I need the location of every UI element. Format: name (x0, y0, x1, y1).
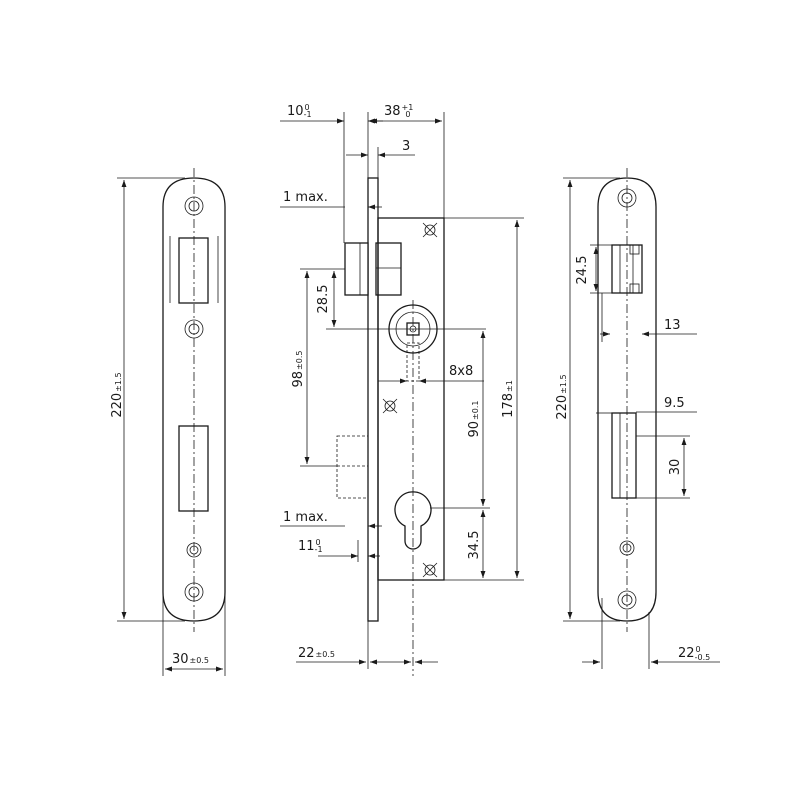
dim-hole-center: 90 (467, 421, 482, 438)
svg-text:220±1.5: 220±1.5 (110, 372, 125, 417)
case-screw-top (422, 222, 438, 238)
deadbolt-hidden (336, 435, 369, 499)
strike-plate-view: 220±1.5 24.5 13 9.5 30 220-0.5 (555, 168, 720, 669)
dim-top-offset: 10 (287, 104, 304, 119)
dim-strike-bolt-width: 9.5 (664, 396, 685, 411)
screw-hole-lower (186, 542, 202, 558)
dim-cylinder-to-bottom: 34.5 (467, 531, 482, 560)
svg-text:220±1.5: 220±1.5 (555, 374, 570, 419)
strike-screw-bottom (617, 590, 637, 610)
latch-window (178, 237, 209, 304)
svg-text:110-1: 110-1 (298, 538, 323, 554)
strike-plate-outline (597, 177, 657, 622)
faceplate-view: 220±1.5 30±0.5 (110, 168, 226, 676)
lock-case (377, 217, 445, 581)
latch-bolt (344, 242, 369, 296)
strike-screw-lower (619, 540, 635, 556)
svg-text:98±0.5: 98±0.5 (291, 351, 306, 388)
dim-bolt-offset: 11 (298, 539, 315, 554)
latch-housing (375, 242, 402, 296)
strike-latch-pocket (611, 244, 643, 294)
dim-case-height: 178 (501, 393, 516, 418)
svg-text:220-0.5: 220-0.5 (678, 645, 710, 662)
screw-hole-mid (184, 319, 204, 339)
dim-strike-latch-width: 13 (664, 318, 681, 333)
dim-strike-bolt-height: 30 (668, 459, 683, 476)
svg-text:22±0.5: 22±0.5 (298, 646, 335, 661)
svg-text:90±0.1: 90±0.1 (467, 401, 482, 438)
svg-text:30±0.5: 30±0.5 (172, 652, 209, 667)
svg-text:178±1: 178±1 (501, 380, 516, 418)
strike-screw-top (617, 188, 637, 208)
dim-backset: 38 (384, 104, 401, 119)
dim-spindle-to-cylinder: 98 (291, 371, 306, 388)
dim-strike-latch-height: 24.5 (575, 256, 590, 285)
dim-plate-thickness: 3 (402, 139, 410, 154)
svg-text:100-1: 100-1 (287, 103, 312, 119)
case-screw-bottom (422, 562, 438, 578)
dim-strike-depth: 22 (678, 646, 695, 661)
dim-latch-max-top: 1 max. (283, 190, 328, 205)
cylinder-cutout (394, 491, 432, 550)
dim-face-to-cylinder: 22 (298, 646, 315, 661)
case-screw-mid (382, 398, 398, 414)
dim-front-width: 30 (172, 652, 189, 667)
screw-hole-bottom (184, 582, 204, 602)
dim-front-height: 220 (110, 393, 125, 418)
dim-spindle-offset: 28.5 (316, 285, 331, 314)
strike-bolt-pocket (611, 412, 637, 499)
dim-latch-max-bottom: 1 max. (283, 510, 328, 525)
svg-text:38+10: 38+10 (384, 103, 413, 119)
screw-hole-top (184, 196, 204, 216)
dim-spindle-size: 8x8 (449, 364, 473, 379)
dim-strike-height: 220 (555, 395, 570, 420)
bolt-window (178, 425, 209, 512)
